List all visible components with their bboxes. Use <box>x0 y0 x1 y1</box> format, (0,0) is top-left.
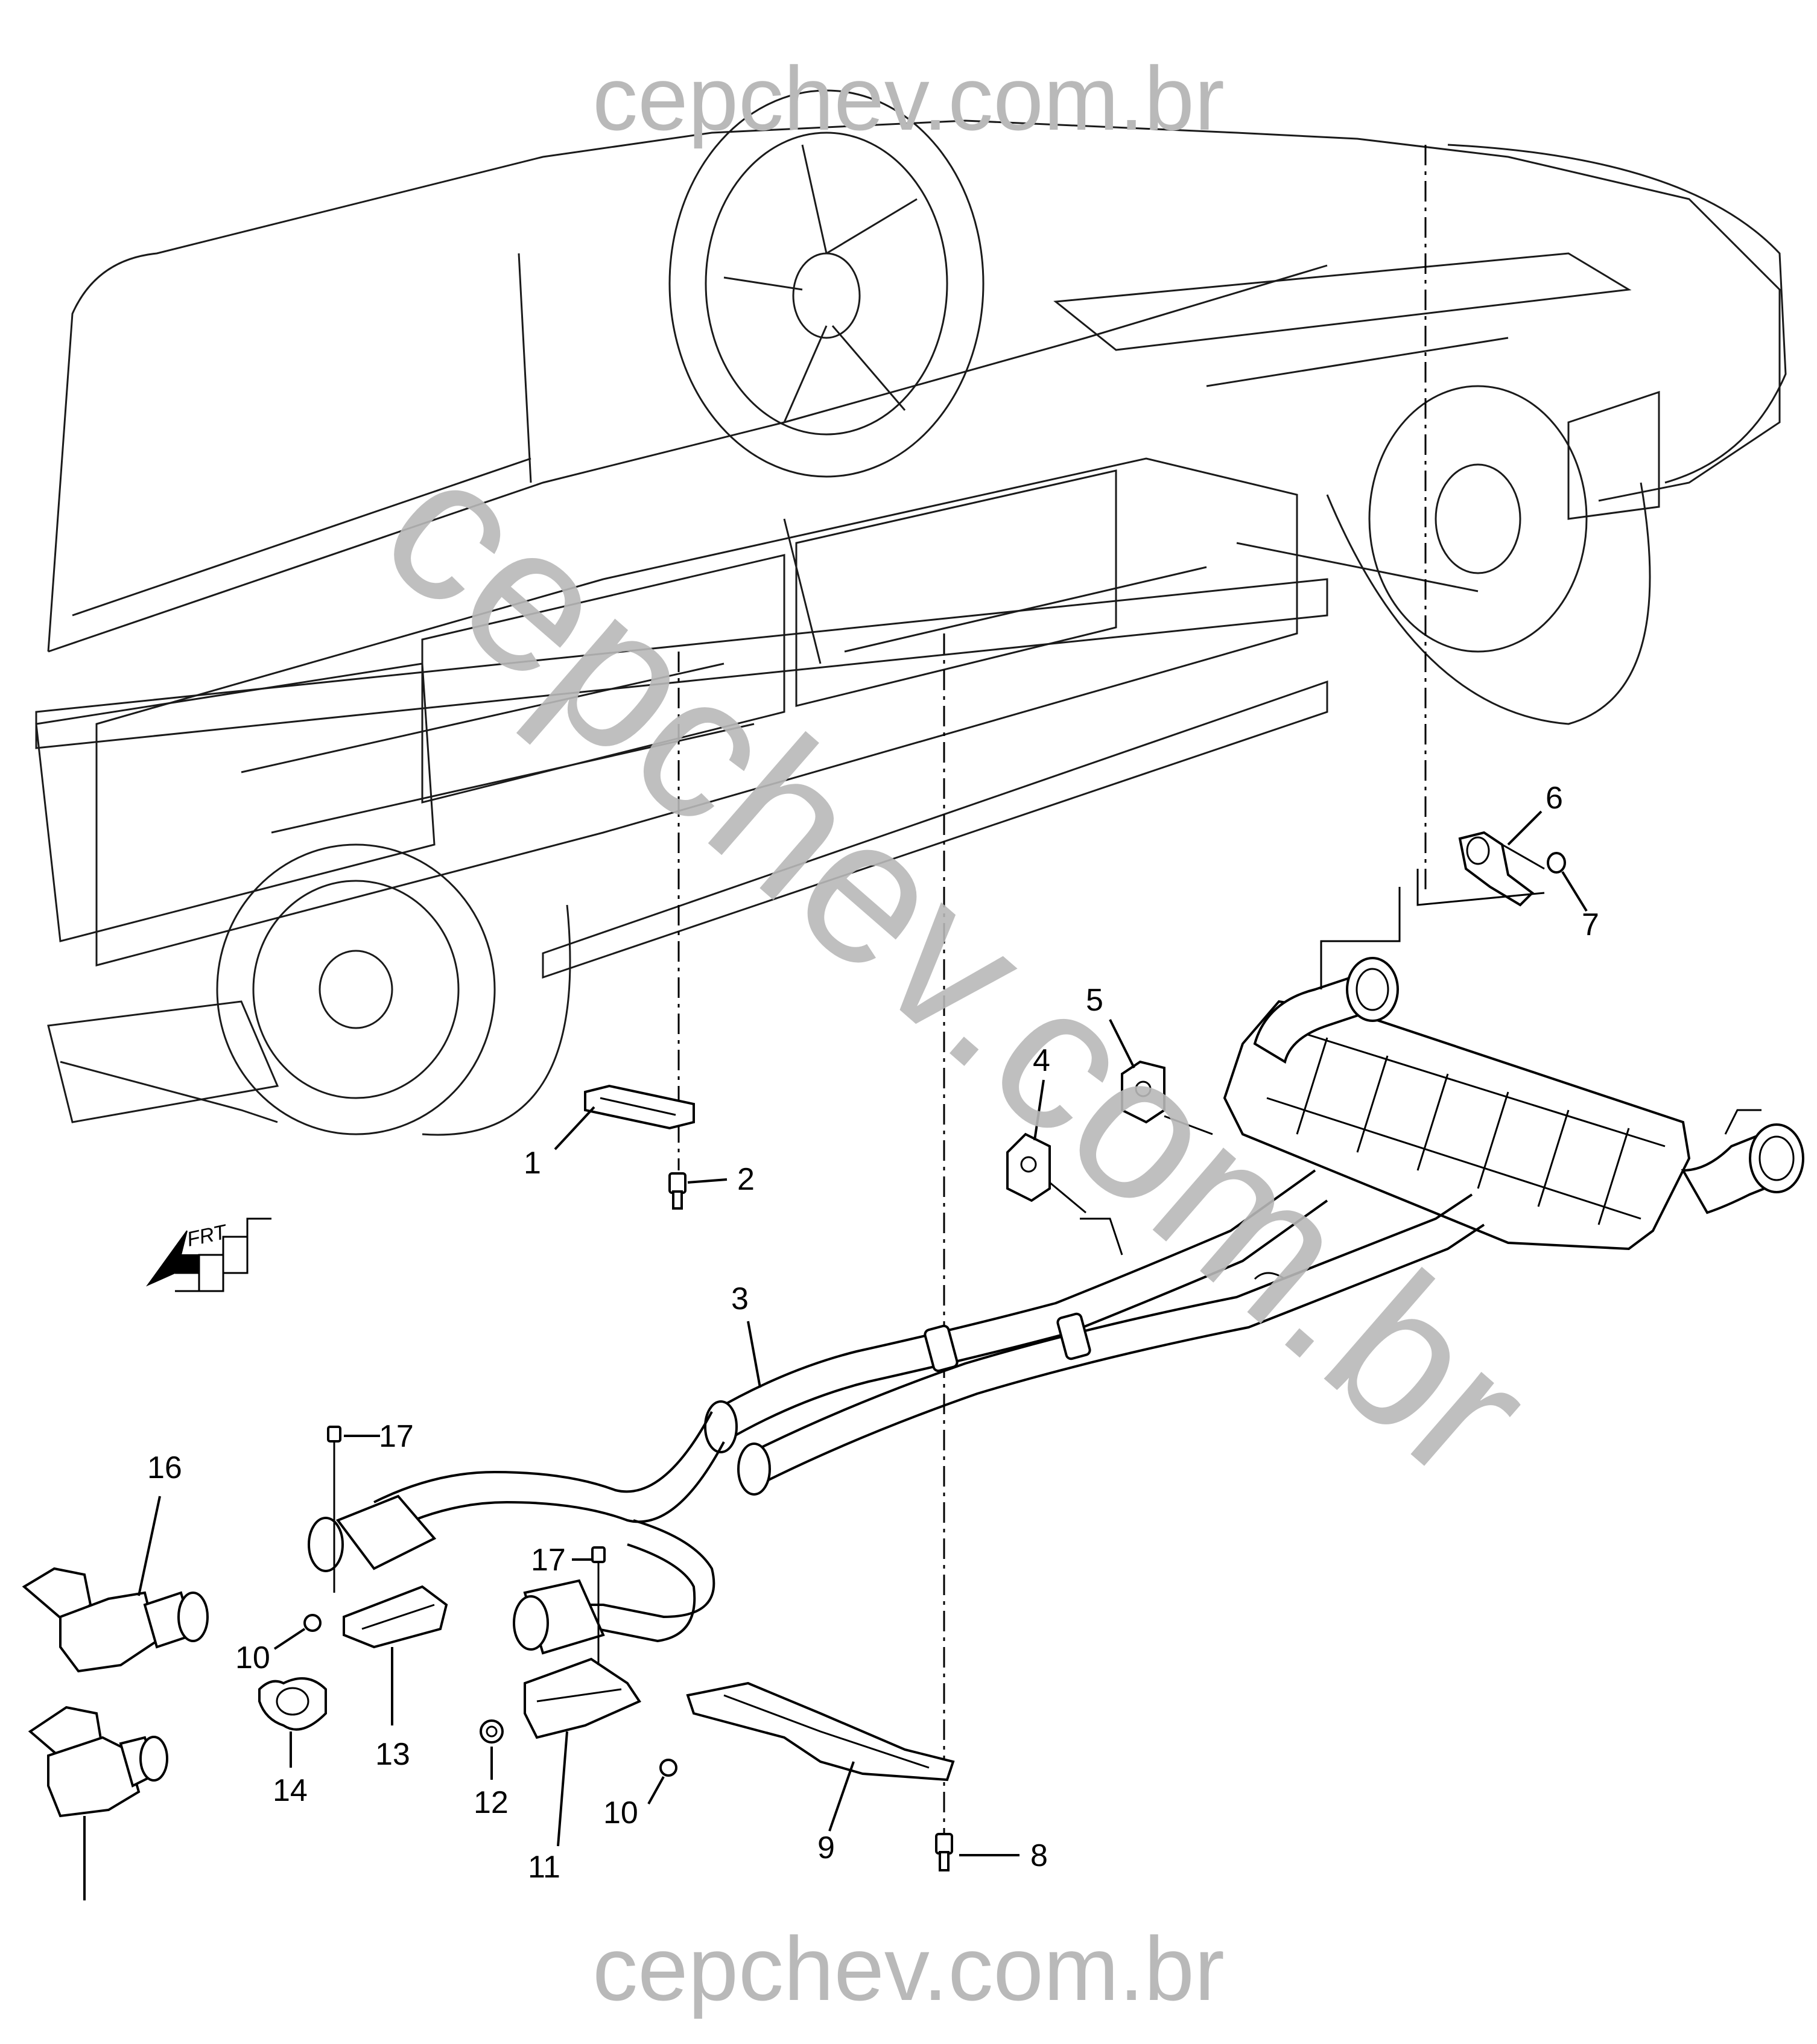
hanger-insulator-4 <box>1006 1132 1086 1214</box>
callout-13: 13 <box>375 1737 410 1772</box>
callout-8: 8 <box>1030 1838 1048 1873</box>
heat-shield-9 <box>686 1681 955 1782</box>
seal-14 <box>258 1677 327 1731</box>
callout-11: 11 <box>528 1850 560 1885</box>
front-direction-arrow-icon: FRT <box>146 1217 271 1292</box>
callout-9: 9 <box>817 1830 835 1865</box>
bolt-8 <box>935 1833 953 1871</box>
heat-shield-1 <box>584 1084 695 1130</box>
callout-2: 2 <box>737 1162 755 1197</box>
vehicle-underbody-illustration <box>35 89 1787 1136</box>
heat-shield-11 <box>524 1657 641 1739</box>
nut-10-left <box>303 1614 322 1632</box>
callout-1: 1 <box>524 1146 541 1181</box>
watermark-top: cepchev.com.br <box>592 48 1225 149</box>
callout-17-left: 17 <box>379 1419 414 1454</box>
mounting-centerlines <box>677 145 1427 1840</box>
nut-10-right <box>659 1759 677 1777</box>
front-wheel-illustration <box>216 843 571 1136</box>
callout-7: 7 <box>1582 907 1599 942</box>
nut-7 <box>1547 852 1566 874</box>
callout-16: 16 <box>147 1450 182 1485</box>
callout-labels: 1 2 3 4 5 6 7 8 9 10 10 11 12 13 14 16 1… <box>147 781 1599 1885</box>
bolt-2 <box>668 1172 687 1210</box>
far-rear-wheel-illustration <box>1326 385 1651 725</box>
callout-4: 4 <box>1033 1043 1050 1078</box>
callout-leader-lines <box>83 810 1588 1900</box>
rear-wheel-illustration <box>668 89 985 478</box>
catalytic-converter-15 <box>28 1706 168 1818</box>
hanger-bracket-6 <box>1416 831 1545 907</box>
watermark-bottom: cepchev.com.br <box>592 1918 1225 2019</box>
bolt-17-right <box>591 1546 606 1665</box>
callout-14: 14 <box>273 1773 308 1808</box>
catalytic-converter-16 <box>22 1567 209 1673</box>
bolt-17-left <box>327 1426 341 1593</box>
rear-muffler-assembly <box>1223 887 1804 1251</box>
callout-5: 5 <box>1086 983 1103 1018</box>
callout-3: 3 <box>731 1281 749 1316</box>
callout-17-right: 17 <box>531 1543 566 1578</box>
heat-shield-13 <box>343 1585 448 1649</box>
hanger-insulator-5 <box>1121 1060 1213 1135</box>
callout-12: 12 <box>474 1785 509 1820</box>
nut-12 <box>480 1719 504 1744</box>
callout-10-left: 10 <box>235 1640 270 1675</box>
intermediate-pipe-assembly <box>308 1169 1485 1655</box>
callout-10-right: 10 <box>603 1795 638 1830</box>
callout-6: 6 <box>1546 781 1563 816</box>
